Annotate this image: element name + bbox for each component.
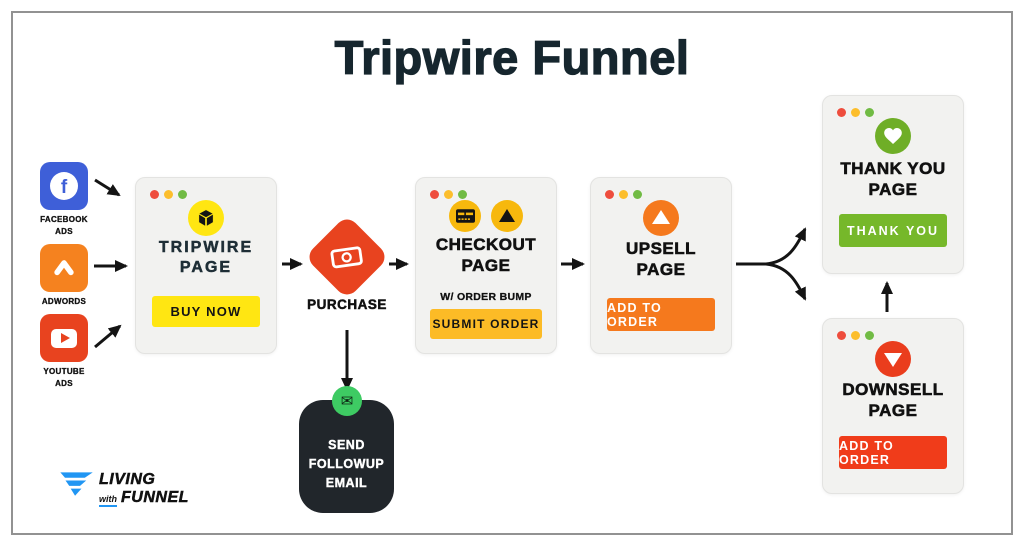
purchase-label: PURCHASE <box>307 297 387 313</box>
white-up-triangle <box>652 210 670 224</box>
logo-word-funnel: FUNNEL <box>121 489 189 507</box>
adwords-icon <box>40 244 88 292</box>
youtube-play-icon <box>60 333 70 343</box>
order-bump-subtitle: W/ ORDER BUMP <box>440 291 532 303</box>
email-text-line2: FOLLOWUP <box>308 456 385 471</box>
facebook-ads-label: FACEBOOK ADS <box>20 214 108 237</box>
youtube-body <box>51 328 77 348</box>
window-dot-yellow <box>851 108 860 117</box>
thank-you-title-line2: PAGE <box>868 180 918 200</box>
email-text-line3: EMAIL <box>325 475 368 490</box>
heart-icon <box>875 118 911 154</box>
window-dot-green <box>865 331 874 340</box>
tripwire-title-line2: PAGE <box>179 259 233 277</box>
checkout-title-line2: PAGE <box>461 256 511 276</box>
upsell-arrow-icon <box>643 200 679 236</box>
window-dot-green <box>633 190 642 199</box>
window-dot-yellow <box>851 331 860 340</box>
tripwire-title-line1: TRIPWIRE <box>158 239 254 257</box>
window-dot-yellow <box>444 190 453 199</box>
window-dots <box>837 108 874 117</box>
package-cube-glyph <box>198 209 214 227</box>
downsell-page-card: DOWNSELL PAGE ADD TO ORDER <box>822 318 964 494</box>
upsell-add-to-order-button[interactable]: ADD TO ORDER <box>607 298 715 331</box>
upsell-page-card: UPSELL PAGE ADD TO ORDER <box>590 177 732 354</box>
downsell-title-line1: DOWNSELL <box>842 380 944 400</box>
checkout-title-line1: CHECKOUT <box>435 235 537 255</box>
checkout-page-card: CHECKOUT PAGE W/ ORDER BUMP SUBMIT ORDER <box>415 177 557 354</box>
tripwire-page-card: TRIPWIRE PAGE BUY NOW <box>135 177 277 354</box>
order-bump-icon <box>491 200 523 232</box>
window-dots <box>605 190 642 199</box>
facebook-ads-label-line2: ADS <box>55 226 73 236</box>
credit-card-icon <box>449 200 481 232</box>
envelope-glyph: ✉ <box>340 392 354 410</box>
upsell-title-line2: PAGE <box>636 260 686 280</box>
thank-you-button[interactable]: THANK YOU <box>839 214 947 247</box>
youtube-ads-icon <box>40 314 88 362</box>
thank-you-page-card: THANK YOU PAGE THANK YOU <box>822 95 964 274</box>
page-title: Tripwire Funnel <box>334 30 690 84</box>
facebook-circle: f <box>50 172 78 200</box>
window-dot-red <box>837 108 846 117</box>
logo-word-living: LIVING <box>99 471 156 489</box>
window-dot-green <box>458 190 467 199</box>
adwords-label-line1: ADWORDS <box>41 297 87 306</box>
facebook-f-glyph: f <box>60 176 68 198</box>
window-dot-yellow <box>164 190 173 199</box>
youtube-ads-label-line1: YOUTUBE <box>43 367 85 376</box>
money-bill-icon <box>330 244 365 269</box>
followup-email-card: SEND FOLLOWUP EMAIL <box>299 400 394 513</box>
window-dot-red <box>837 331 846 340</box>
window-dots <box>837 331 874 340</box>
window-dot-red <box>605 190 614 199</box>
thank-you-title-line1: THANK YOU <box>840 159 946 179</box>
adwords-label: ADWORDS <box>20 296 108 308</box>
package-icon <box>188 200 224 236</box>
window-dot-green <box>178 190 187 199</box>
youtube-ads-label-line2: ADS <box>55 378 73 388</box>
purchase-diamond <box>304 214 390 300</box>
buy-now-button[interactable]: BUY NOW <box>152 296 260 327</box>
email-icon: ✉ <box>332 386 362 416</box>
submit-order-button[interactable]: SUBMIT ORDER <box>430 309 542 339</box>
youtube-ads-label: YOUTUBE ADS <box>20 366 108 389</box>
living-with-funnel-logo: LIVING with FUNNEL <box>57 470 189 507</box>
funnel-logo-icon <box>60 472 93 496</box>
downsell-title-line2: PAGE <box>868 401 918 421</box>
black-up-triangle <box>499 208 515 222</box>
window-dots <box>430 190 467 199</box>
adwords-chevron-icon <box>54 260 74 276</box>
window-dot-red <box>430 190 439 199</box>
window-dot-green <box>865 108 874 117</box>
white-down-triangle <box>884 353 902 367</box>
facebook-ads-label-line1: FACEBOOK <box>40 215 88 224</box>
downsell-arrow-icon <box>875 341 911 377</box>
email-text-line1: SEND <box>328 438 365 452</box>
window-dots <box>150 190 187 199</box>
window-dot-red <box>150 190 159 199</box>
facebook-ads-icon: f <box>40 162 88 210</box>
window-dot-yellow <box>619 190 628 199</box>
upsell-title-line1: UPSELL <box>625 239 697 259</box>
logo-word-with: with <box>99 494 117 507</box>
downsell-add-to-order-button[interactable]: ADD TO ORDER <box>839 436 947 469</box>
